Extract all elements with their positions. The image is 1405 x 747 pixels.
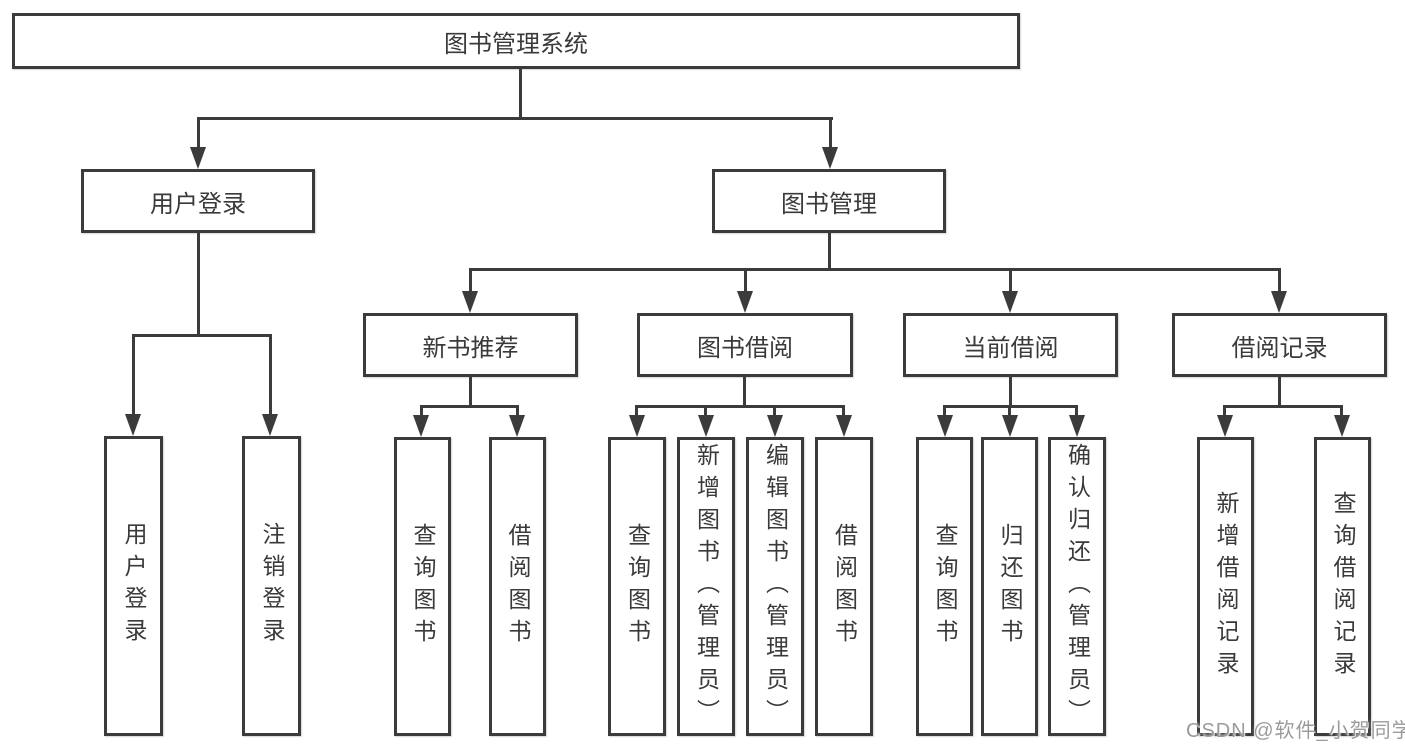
leaf-bb-query-books: 查询图书 [608,437,666,736]
node-label: 图书管理系统 [444,30,588,58]
node-label: 查询图书 [410,522,436,651]
node-book-borrowing: 图书借阅 [637,313,853,377]
node-label: 查询图书 [932,522,958,651]
leaf-bb-borrow-books: 借阅图书 [815,437,873,736]
arrowhead-down [698,415,714,437]
node-label: 借阅图书 [505,522,531,651]
connector-line [1278,377,1281,408]
leaf-cb-confirm-return-admin: 确认归还（管理员） [1048,437,1106,736]
connector-line [1009,268,1012,293]
connector-line [1009,377,1012,408]
leaf-br-add-record: 新增借阅记录 [1197,437,1254,736]
connector-line [842,405,845,415]
connector-line [519,69,522,118]
node-new-book-recommend: 新书推荐 [363,313,578,377]
arrowhead-down [509,415,525,437]
node-user-login: 用户登录 [81,169,315,233]
node-label: 当前借阅 [962,334,1059,362]
leaf-nb-borrow-books: 借阅图书 [489,437,546,736]
node-label: 用户登录 [121,522,147,650]
connector-line [635,405,638,415]
connector-line [469,268,472,293]
node-label: 归还图书 [997,522,1023,651]
arrowhead-down [1271,291,1287,313]
node-label: 图书借阅 [697,334,793,362]
connector-line [420,405,519,408]
csdn-watermark: CSDN @软件_小贺同学 [1186,720,1405,742]
node-label: 借阅记录 [1231,334,1328,362]
arrowhead-down [190,147,206,169]
node-label: 查询借阅记录 [1330,490,1356,683]
connector-line [1340,405,1343,415]
connector-line [469,268,1281,271]
arrowhead-down [1002,291,1018,313]
arrowhead-down [1217,415,1233,437]
connector-line [197,233,200,337]
connector-line [1008,405,1011,415]
leaf-cb-query-books: 查询图书 [916,437,973,736]
node-label: 编辑图书（管理员） [762,442,789,731]
arrowhead-down [413,415,429,437]
arrowhead-down [1069,415,1085,437]
leaf-user-login: 用户登录 [104,436,163,736]
connector-line [829,117,832,149]
connector-line [469,377,472,408]
connector-line [744,268,747,293]
arrowhead-down [262,414,278,436]
node-label: 注销登录 [259,522,285,650]
connector-line [704,405,707,415]
arrowhead-down [767,415,783,437]
arrowhead-down [629,415,645,437]
node-label: 用户登录 [150,190,246,218]
arrowhead-down [1334,415,1350,437]
connector-line [1223,405,1343,408]
connector-line [1075,405,1078,415]
node-label: 新书推荐 [422,334,519,362]
connector-line [197,117,200,149]
arrowhead-down [462,291,478,313]
leaf-br-query-record: 查询借阅记录 [1314,437,1371,736]
connector-line [197,117,833,120]
arrowhead-down [822,147,838,169]
node-library-management-system: 图书管理系统 [12,13,1020,69]
arrowhead-down [836,415,852,437]
leaf-logout: 注销登录 [242,436,301,736]
connector-line [943,405,946,415]
node-label: 新增图书（管理员） [693,442,720,731]
connector-line [132,334,272,337]
connector-line [516,405,519,415]
arrowhead-down [1002,415,1018,437]
connector-line [1278,268,1281,293]
node-label: 查询图书 [624,522,651,651]
node-label: 借阅图书 [831,522,858,651]
connector-line [773,405,776,415]
connector-line [828,233,831,271]
leaf-nb-query-books: 查询图书 [394,437,451,736]
connector-line [1223,405,1226,415]
leaf-bb-add-books-admin: 新增图书（管理员） [677,437,735,736]
connector-line [420,405,423,415]
leaf-bb-edit-books-admin: 编辑图书（管理员） [746,437,804,736]
connector-line [743,377,746,408]
node-label: 新增借阅记录 [1213,490,1239,683]
connector-line [635,405,845,408]
node-current-borrowing: 当前借阅 [903,313,1118,377]
connector-line [132,334,135,414]
arrowhead-down [937,415,953,437]
node-borrowing-records: 借阅记录 [1172,313,1387,377]
connector-line [269,334,272,414]
node-book-management: 图书管理 [712,169,946,233]
leaf-cb-return-books: 归还图书 [981,437,1038,736]
arrowhead-down [125,414,141,436]
node-label: 图书管理 [781,190,877,218]
node-label: 确认归还（管理员） [1064,442,1091,731]
arrowhead-down [737,291,753,313]
